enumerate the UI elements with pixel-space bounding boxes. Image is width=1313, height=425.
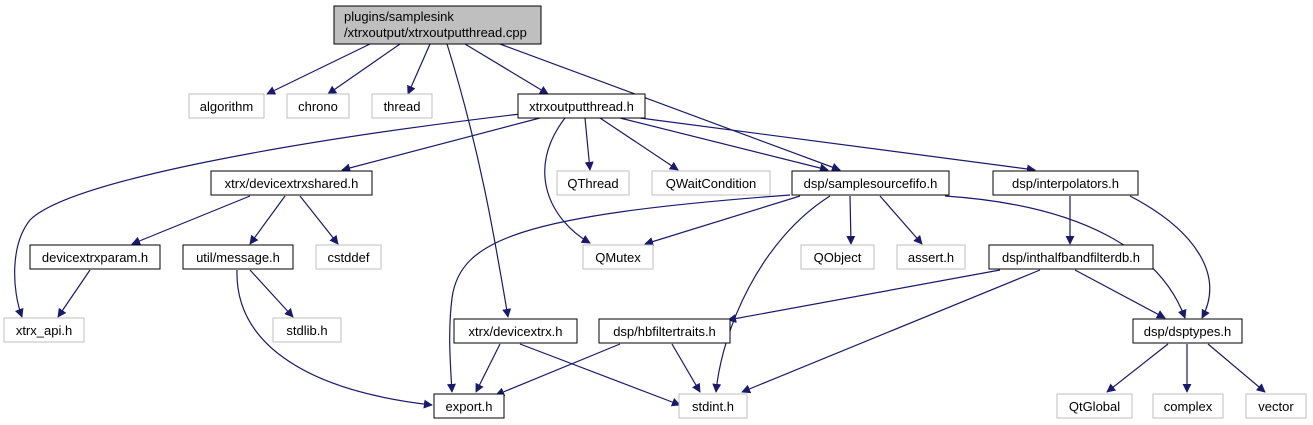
edge-msg-stdlib bbox=[249, 269, 294, 318]
edge-dxp-xtrxapi bbox=[57, 269, 91, 318]
edge-xot-xtrxapi bbox=[14, 113, 521, 318]
edge-ihb-dsptypes bbox=[1074, 269, 1166, 319]
edge-ihb-hbfiltertraits bbox=[727, 269, 1001, 323]
node-util-message-label: util/message.h bbox=[196, 250, 280, 265]
edge-int-dsptypes bbox=[1129, 195, 1211, 319]
node-cstddef: cstddef bbox=[315, 244, 382, 270]
node-stdlib: stdlib.h bbox=[272, 317, 342, 343]
edge-xot-devicextrxshared bbox=[341, 117, 541, 173]
edge-dt-vector bbox=[1207, 343, 1266, 393]
node-devicextrxshared-label: xtrx/devicextrxshared.h bbox=[225, 176, 359, 191]
node-hbfiltertraits[interactable]: dsp/hbfiltertraits.h bbox=[598, 318, 731, 344]
edge-dt-qtglobal bbox=[1106, 343, 1169, 393]
node-xtrx-api-label: xtrx_api.h bbox=[16, 323, 72, 338]
edge-root-devicextrx bbox=[446, 43, 512, 318]
node-qtglobal: QtGlobal bbox=[1056, 393, 1133, 419]
edge-xot-qwaitcondition bbox=[599, 117, 679, 171]
node-interpolators[interactable]: dsp/interpolators.h bbox=[992, 170, 1139, 196]
edge-root-thread bbox=[407, 43, 431, 95]
node-root-file[interactable]: plugins/samplesink /xtrxoutput/xtrxoutpu… bbox=[333, 5, 542, 45]
node-dsptypes-label: dsp/dsptypes.h bbox=[1144, 324, 1231, 339]
node-qobject-label: QObject bbox=[814, 250, 862, 265]
edge-ssf-dsptypes bbox=[944, 195, 1187, 319]
node-chrono-label: chrono bbox=[298, 99, 338, 114]
node-complex-label: complex bbox=[1164, 399, 1213, 414]
edge-msg-export bbox=[236, 269, 433, 409]
node-qwaitcondition-label: QWaitCondition bbox=[666, 176, 757, 191]
edge-ssf-export bbox=[447, 194, 791, 393]
node-thread-label: thread bbox=[384, 99, 421, 114]
node-export-h[interactable]: export.h bbox=[433, 393, 505, 419]
node-qmutex: QMutex bbox=[582, 244, 654, 270]
node-devicextrxparam-label: devicextrxparam.h bbox=[42, 250, 148, 265]
edge-ssf-qobject bbox=[846, 195, 856, 245]
node-chrono: chrono bbox=[286, 93, 350, 119]
node-export-h-label: export.h bbox=[446, 399, 493, 414]
edge-xot-qmutex bbox=[544, 117, 591, 244]
edge-xot-samplesourcefifo bbox=[619, 117, 829, 173]
node-util-message[interactable]: util/message.h bbox=[182, 244, 294, 270]
edge-ssf-stdint bbox=[712, 195, 831, 393]
node-assert-h: assert.h bbox=[896, 244, 966, 270]
edge-xot-interpolators bbox=[639, 117, 1036, 174]
root-line2: /xtrxoutput/xtrxoutputthread.cpp bbox=[344, 25, 527, 40]
node-qthread-label: QThread bbox=[567, 176, 618, 191]
edge-xot-qthread bbox=[584, 117, 594, 171]
node-stdlib-label: stdlib.h bbox=[286, 323, 327, 338]
node-thread: thread bbox=[371, 93, 433, 119]
node-samplesourcefifo[interactable]: dsp/samplesourcefifo.h bbox=[791, 170, 950, 196]
node-samplesourcefifo-label: dsp/samplesourcefifo.h bbox=[804, 176, 938, 191]
node-xtrx-devicextrx-label: xtrx/devicextrx.h bbox=[469, 324, 563, 339]
node-assert-h-label: assert.h bbox=[908, 250, 954, 265]
node-algorithm-label: algorithm bbox=[200, 99, 253, 114]
node-qobject: QObject bbox=[800, 244, 875, 270]
node-vector-label: vector bbox=[1258, 399, 1294, 414]
node-cstddef-label: cstddef bbox=[328, 250, 370, 265]
edge-root-xtrxoutputthread bbox=[464, 43, 549, 95]
node-devicextrxshared[interactable]: xtrx/devicextrxshared.h bbox=[210, 170, 373, 196]
node-xtrxoutputthread-h-label: xtrxoutputthread.h bbox=[529, 99, 634, 114]
node-qtglobal-label: QtGlobal bbox=[1069, 399, 1120, 414]
node-vector: vector bbox=[1245, 393, 1307, 419]
node-xtrxoutputthread-h[interactable]: xtrxoutputthread.h bbox=[517, 93, 646, 119]
node-qwaitcondition: QWaitCondition bbox=[651, 170, 771, 196]
node-qthread: QThread bbox=[556, 170, 630, 196]
edge-dxs-utilmessage bbox=[249, 195, 286, 245]
edge-dx-stdint bbox=[519, 343, 681, 407]
edge-ssf-qmutex bbox=[644, 195, 801, 246]
node-xtrx-devicextrx[interactable]: xtrx/devicextrx.h bbox=[453, 318, 578, 344]
node-algorithm: algorithm bbox=[188, 93, 265, 119]
root-line1: plugins/samplesink bbox=[344, 9, 454, 24]
node-dsptypes[interactable]: dsp/dsptypes.h bbox=[1132, 318, 1243, 344]
node-inthalfbandfilterdb-label: dsp/inthalfbandfilterdb.h bbox=[1002, 250, 1140, 265]
edge-dx-export bbox=[475, 343, 501, 393]
edge-dxs-cstddef bbox=[299, 195, 339, 245]
node-stdint-label: stdint.h bbox=[692, 399, 734, 414]
edge-root-chrono bbox=[327, 43, 401, 95]
edge-hbf-export bbox=[495, 343, 621, 397]
edge-ssf-assert bbox=[879, 195, 923, 245]
edge-dxs-devicextrxparam bbox=[131, 195, 251, 246]
node-complex: complex bbox=[1152, 393, 1224, 419]
node-devicextrxparam[interactable]: devicextrxparam.h bbox=[29, 244, 161, 270]
edge-root-algorithm bbox=[266, 43, 371, 95]
node-hbfiltertraits-label: dsp/hbfiltertraits.h bbox=[613, 324, 716, 339]
node-xtrx-api: xtrx_api.h bbox=[3, 317, 85, 343]
node-qmutex-label: QMutex bbox=[595, 250, 641, 265]
node-inthalfbandfilterdb[interactable]: dsp/inthalfbandfilterdb.h bbox=[988, 244, 1154, 270]
edge-hbf-stdint bbox=[671, 343, 701, 393]
node-interpolators-label: dsp/interpolators.h bbox=[1012, 176, 1119, 191]
edge-ihb-stdint bbox=[741, 269, 1041, 394]
edge-root-samplesourcefifo bbox=[499, 43, 841, 172]
node-stdint: stdint.h bbox=[678, 393, 748, 419]
